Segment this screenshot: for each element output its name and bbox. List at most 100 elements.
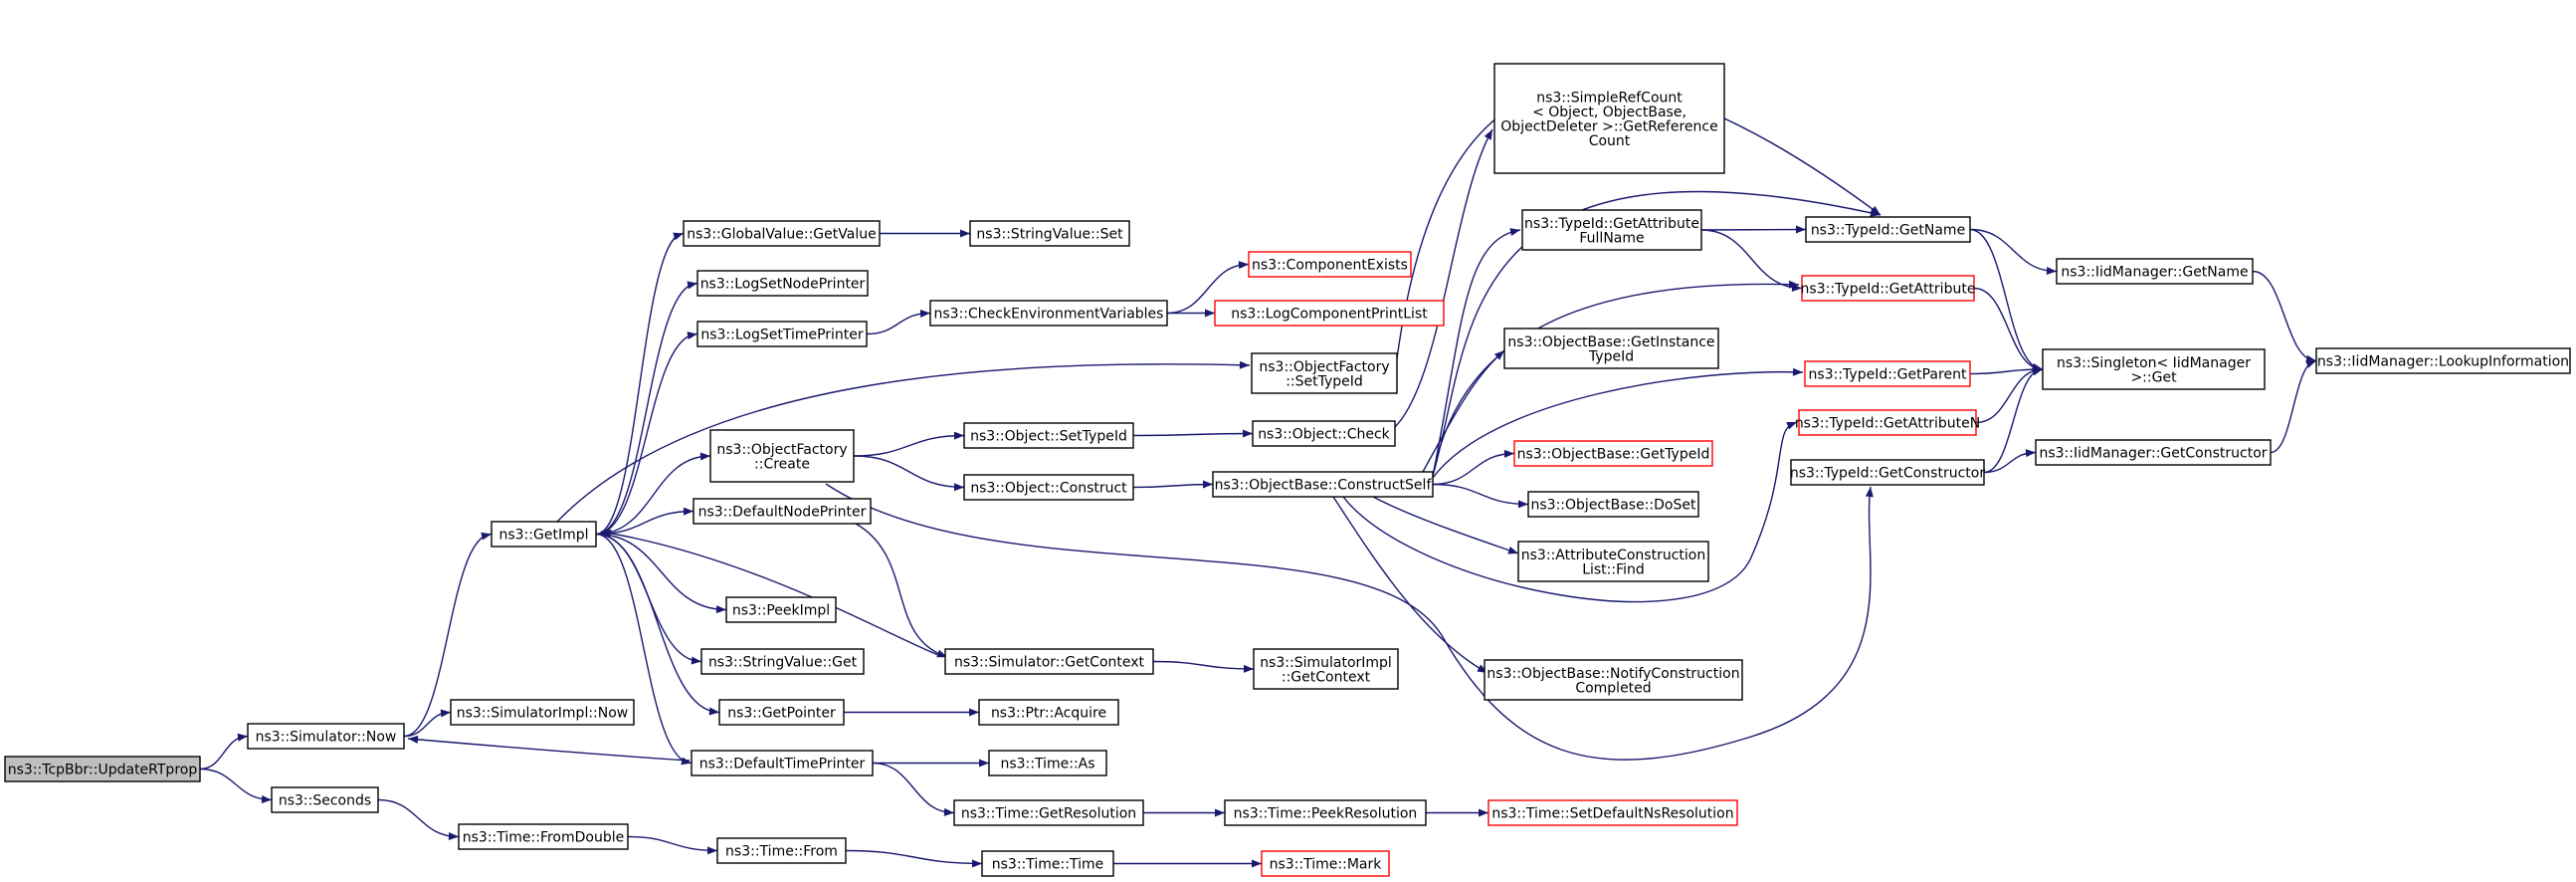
node-label: ns3::ObjectBase::GetInstance (1507, 334, 1714, 350)
node-ptracquire[interactable]: ns3::Ptr::Acquire (978, 699, 1119, 726)
arrowhead-tidgetattrfull-to-tidgetattr (1791, 284, 1802, 293)
node-timegetres[interactable]: ns3::Time::GetResolution (953, 799, 1144, 826)
node-objsettypeid[interactable]: ns3::Object::SetTypeId (963, 422, 1134, 449)
node-obgettypeid[interactable]: ns3::ObjectBase::GetTypeId (1513, 440, 1713, 467)
node-box (696, 270, 869, 297)
node-iidlookup[interactable]: ns3::IidManager::LookupInformation (2315, 347, 2571, 374)
node-timetime[interactable]: ns3::Time::Time (981, 850, 1114, 877)
node-box (2056, 258, 2254, 285)
node-seconds[interactable]: ns3::Seconds (271, 786, 379, 813)
edge-tidgetattrfull-to-tidgetname (1700, 228, 1807, 231)
node-svget[interactable]: ns3::StringValue::Get (700, 648, 865, 675)
node-iidgetconstr[interactable]: ns3::IidManager::GetConstructor (2035, 439, 2272, 466)
node-box (969, 220, 1130, 247)
node-box (1224, 799, 1427, 826)
node-label: ns3::Time::From (725, 844, 838, 860)
node-fromdouble[interactable]: ns3::Time::FromDouble (458, 823, 629, 850)
node-simplerefcount[interactable]: ns3::SimpleRefCount< Object, ObjectBase,… (1493, 63, 1725, 174)
node-simimplgetctx[interactable]: ns3::SimulatorImpl::GetContext (1253, 648, 1399, 690)
node-simimplnow[interactable]: ns3::SimulatorImpl::Now (450, 699, 635, 726)
node-label: ns3::ObjectFactory (716, 442, 847, 458)
node-box (1513, 440, 1713, 467)
arrowhead-ofcreate-to-objsettypeid (953, 431, 964, 440)
node-iidgetname[interactable]: ns3::IidManager::GetName (2056, 258, 2254, 285)
node-tidgetattr[interactable]: ns3::TypeId::GetAttribute (1801, 275, 1976, 302)
node-label: ns3::TcpBbr::UpdateRTprop (8, 763, 198, 778)
edge-getimpl-to-getpointer (595, 533, 720, 714)
edge-obconstructself-to-tidgetattrn (1342, 421, 1798, 603)
node-timeas[interactable]: ns3::Time::As (988, 750, 1107, 776)
node-box (691, 750, 874, 776)
node-label: ns3::DefaultNodePrinter (698, 505, 867, 521)
node-label: ns3::Object::Check (1258, 427, 1390, 443)
node-timefrom[interactable]: ns3::Time::From (716, 837, 847, 864)
node-box (1493, 63, 1725, 174)
node-getpointer[interactable]: ns3::GetPointer (718, 699, 845, 726)
node-box (963, 422, 1134, 449)
node-objconstruct[interactable]: ns3::Object::Construct (963, 474, 1134, 501)
node-box (1252, 420, 1396, 447)
node-logcompprint[interactable]: ns3::LogComponentPrintList (1214, 300, 1445, 327)
node-compexists[interactable]: ns3::ComponentExists (1248, 251, 1412, 278)
arrowhead-timegetres-to-timepeekres (1215, 808, 1225, 817)
edge-deftimeprinter-to-simnow (407, 738, 691, 762)
node-getimpl[interactable]: ns3::GetImpl (491, 521, 597, 548)
node-logsetnode[interactable]: ns3::LogSetNodePrinter (696, 270, 869, 297)
arrowhead-tidgetname-to-iidgetname (2046, 267, 2057, 276)
node-label: ns3::Simulator::GetContext (954, 655, 1145, 671)
node-tidgetconstr[interactable]: ns3::TypeId::GetConstructor (1790, 459, 1985, 486)
node-peekimpl[interactable]: ns3::PeekImpl (725, 596, 837, 623)
node-box (1521, 209, 1702, 251)
node-box (981, 850, 1114, 877)
node-box (4, 756, 201, 782)
edge-objconstruct-to-obconstructself (1132, 483, 1214, 489)
node-timepeekres[interactable]: ns3::Time::PeekResolution (1224, 799, 1427, 826)
edge-fromdouble-to-timefrom (627, 835, 718, 852)
node-label: ns3::PeekImpl (732, 603, 830, 619)
node-tidgetattrn[interactable]: ns3::TypeId::GetAttributeN (1795, 409, 1980, 436)
node-simgetcontext[interactable]: ns3::Simulator::GetContext (944, 648, 1154, 675)
node-checkenv[interactable]: ns3::CheckEnvironmentVariables (929, 300, 1168, 327)
node-gvgetvalue[interactable]: ns3::GlobalValue::GetValue (683, 220, 881, 247)
edge-objcheck-to-simplerefcount (1394, 128, 1493, 428)
node-label: ns3::AttributeConstruction (1521, 548, 1705, 563)
node-logsettime[interactable]: ns3::LogSetTimePrinter (696, 321, 868, 347)
node-box (1214, 300, 1445, 327)
arrowhead-timetime-to-timemark (1252, 859, 1262, 868)
node-label: FullName (1579, 230, 1644, 246)
edge-tidgetattr-to-singletonget (1973, 287, 2044, 370)
node-label: ns3::ObjectBase::GetTypeId (1517, 447, 1710, 463)
node-root[interactable]: ns3::TcpBbr::UpdateRTprop (4, 756, 201, 782)
node-singletonget[interactable]: ns3::Singleton< IidManager >::Get (2042, 348, 2266, 390)
node-box (963, 474, 1134, 501)
node-box (1527, 491, 1699, 518)
edge-tidgetattrfull-to-tidgetattr (1700, 229, 1803, 290)
node-label: ns3::TypeId::GetAttribute (1801, 282, 1976, 298)
node-ofsettypeid[interactable]: ns3::ObjectFactory::SetTypeId (1251, 352, 1398, 394)
node-ofcreate[interactable]: ns3::ObjectFactory::Create (709, 429, 855, 483)
node-label: ns3::ObjectBase::DoSet (1531, 498, 1696, 514)
arrowhead-getimpl-to-defnodeprinter (683, 507, 694, 516)
node-obnotifyconstr[interactable]: ns3::ObjectBase::NotifyConstructionCompl… (1484, 659, 1743, 701)
node-deftimeprinter[interactable]: ns3::DefaultTimePrinter (691, 750, 874, 776)
node-obconstructself[interactable]: ns3::ObjectBase::ConstructSelf (1212, 471, 1434, 498)
node-box (725, 596, 837, 623)
node-label: List::Find (1582, 561, 1645, 577)
node-simnow[interactable]: ns3::Simulator::Now (247, 723, 405, 750)
node-objcheck[interactable]: ns3::Object::Check (1252, 420, 1396, 447)
node-label: ns3::ObjectFactory (1259, 359, 1389, 375)
edge-obconstructself-to-tidgetattrfull (1432, 229, 1521, 477)
node-tidgetname[interactable]: ns3::TypeId::GetName (1805, 216, 1971, 243)
node-box (929, 300, 1168, 327)
node-tidgetparent[interactable]: ns3::TypeId::GetParent (1804, 360, 1971, 387)
node-svset[interactable]: ns3::StringValue::Set (969, 220, 1130, 247)
node-timemark[interactable]: ns3::Time::Mark (1261, 850, 1390, 877)
node-obdoset[interactable]: ns3::ObjectBase::DoSet (1527, 491, 1699, 518)
node-timesetdefns[interactable]: ns3::Time::SetDefaultNsResolution (1487, 799, 1738, 826)
arrowhead-deftimeprinter-to-simnow (408, 735, 419, 744)
arrowhead-obconstructself-to-obgetinsttypeid (1493, 350, 1504, 360)
node-defnodeprinter[interactable]: ns3::DefaultNodePrinter (693, 498, 872, 525)
